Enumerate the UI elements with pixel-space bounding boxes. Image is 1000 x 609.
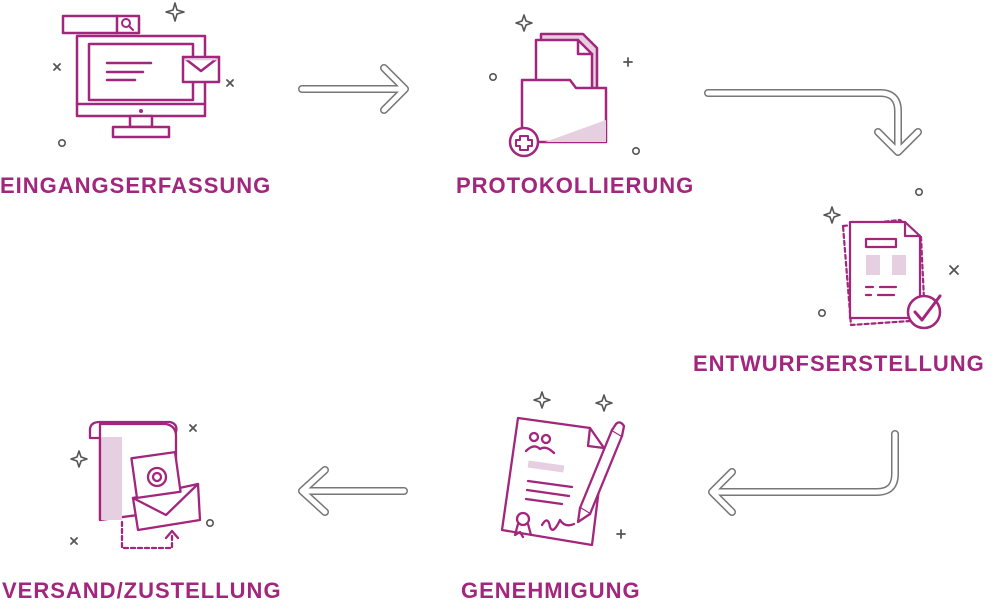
arrow-turn-down-icon: [704, 89, 922, 156]
arrow-right-icon: [298, 64, 409, 114]
arrow-left-icon: [298, 466, 408, 516]
folder-add-document-icon: [488, 14, 640, 158]
step-label-entwurfserstellung: ENTWURFSERSTELLUNG: [693, 351, 985, 376]
draft-documents-check-icon: [817, 188, 959, 330]
step-label-protokollierung: PROTOKOLLIERUNG: [456, 173, 695, 198]
scroll-envelope-certificate-icon: [70, 420, 215, 550]
arrow-turn-left-icon: [708, 430, 899, 516]
step-label-genehmigung: GENEHMIGUNG: [461, 578, 641, 603]
step-label-versand-zustellung: VERSAND/ZUSTELLUNG: [2, 578, 282, 603]
step-label-eingangserfassung: EINGANGSERFASSUNG: [0, 173, 272, 198]
computer-monitor-mail-icon: [53, 2, 234, 148]
signed-contract-pen-icon: [500, 391, 626, 547]
